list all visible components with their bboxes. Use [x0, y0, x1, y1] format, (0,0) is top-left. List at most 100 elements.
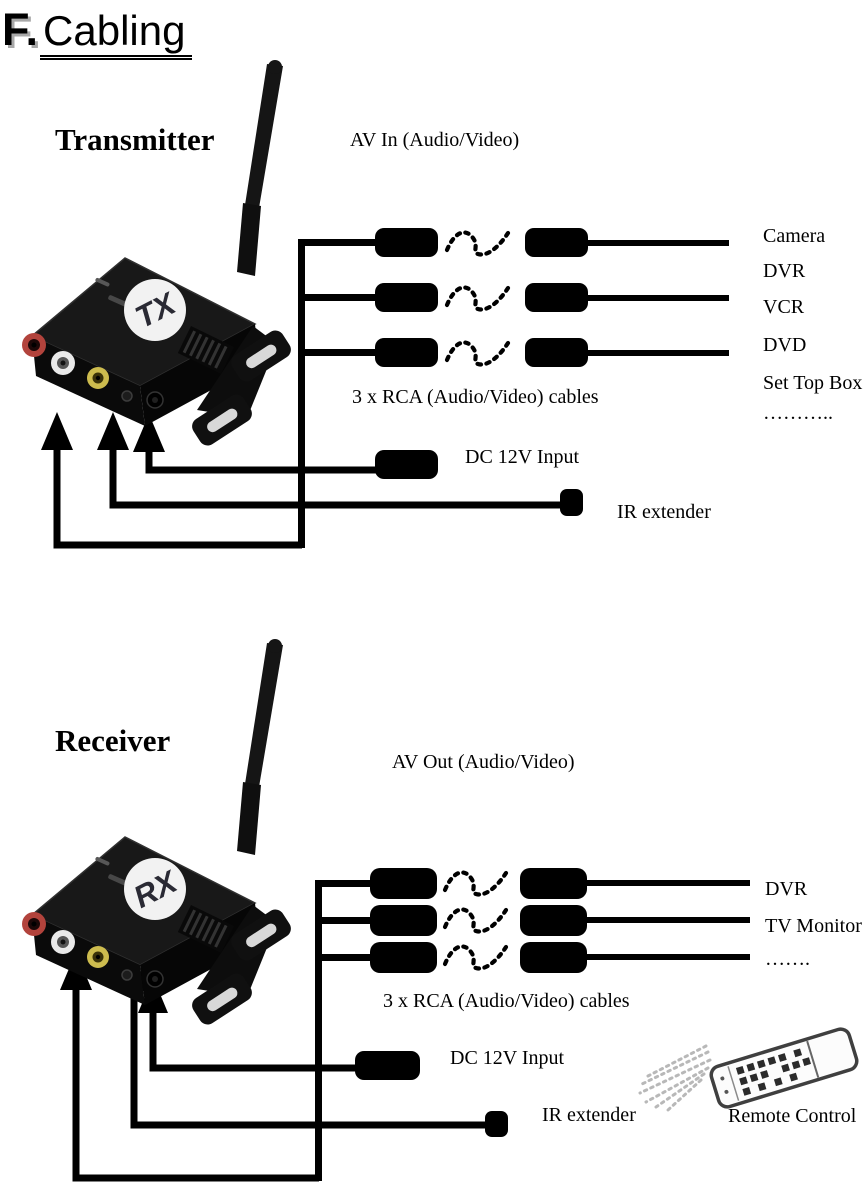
- transmitter-av-in-label: AV In (Audio/Video): [350, 129, 520, 151]
- transmitter-cable-label: 3 x RCA (Audio/Video) cables: [352, 386, 599, 408]
- tx-cable-bus: [298, 239, 305, 548]
- receiver-device-photo: RX: [22, 639, 291, 1025]
- transmitter-device-photo: TX: [22, 60, 291, 446]
- rca-connector: [375, 283, 438, 312]
- led-indicator: [108, 874, 127, 886]
- device-logo-circle: [124, 858, 186, 920]
- rx-output-item: TV Monitor: [765, 915, 862, 937]
- mounting-slot: [246, 923, 277, 948]
- cable-squiggle: [445, 946, 506, 968]
- rca-jack-white: [51, 930, 75, 954]
- ir-port: [121, 969, 133, 981]
- cable-line: [315, 954, 375, 961]
- device-logo-circle: [124, 279, 186, 341]
- tx-source-item: VCR: [763, 296, 805, 318]
- receiver-av-out-label: AV Out (Audio/Video): [392, 751, 575, 773]
- cable-line: [315, 917, 375, 924]
- antenna-icon: [245, 64, 283, 208]
- rx-cable-bus: [315, 880, 322, 1181]
- tx-source-item: ………..: [763, 402, 833, 424]
- receiver-heading: Receiver: [55, 723, 171, 758]
- rca-connector: [370, 942, 437, 973]
- cable-line: [109, 444, 562, 509]
- remote-control-photo: [638, 1027, 859, 1112]
- mounting-slot: [246, 344, 277, 369]
- cable-line: [298, 349, 378, 356]
- rca-connector: [520, 942, 587, 973]
- antenna-base: [237, 203, 261, 276]
- cable-line: [298, 294, 378, 301]
- antenna-tip: [268, 639, 282, 653]
- rca-jack-yellow: [87, 367, 109, 389]
- cable-line: [587, 295, 729, 301]
- dc-power-port: [146, 970, 164, 988]
- cable-line: [587, 240, 729, 246]
- mounting-ear: [192, 394, 252, 446]
- rca-connector: [520, 868, 587, 899]
- arrow-up-icon: [41, 412, 73, 450]
- vent-grille: [177, 905, 235, 954]
- antenna-icon: [245, 643, 283, 787]
- cable-line: [585, 917, 750, 923]
- tx-source-item: Set Top Box: [763, 372, 863, 394]
- rca-jack-white: [51, 351, 75, 375]
- cable-line: [585, 954, 750, 960]
- transmitter-ir-label: IR extender: [617, 501, 711, 523]
- remote-control-body: [709, 1027, 859, 1109]
- led-indicator: [95, 856, 110, 866]
- cable-line: [587, 350, 729, 356]
- mounting-ear: [231, 330, 291, 382]
- mounting-ear: [231, 909, 291, 961]
- rca-connector: [525, 283, 588, 312]
- tx-source-item: Camera: [763, 225, 826, 247]
- receiver-dc-label: DC 12V Input: [450, 1047, 565, 1069]
- rx-output-item: …….: [765, 948, 810, 970]
- vent-grille: [177, 326, 235, 375]
- remote-buttons: [735, 1048, 811, 1096]
- rca-connector: [375, 338, 438, 367]
- mounting-slot: [207, 408, 238, 433]
- remote-control-label: Remote Control: [728, 1105, 857, 1127]
- tx-wiring: [41, 228, 729, 549]
- cable-line: [585, 880, 750, 886]
- mounting-slot: [207, 987, 238, 1012]
- page-title: F. Cabling: [2, 4, 193, 60]
- rx-output-item: DVR: [765, 878, 808, 900]
- mounting-ear: [192, 973, 252, 1025]
- cable-line: [315, 880, 375, 887]
- cable-squiggle: [445, 909, 506, 931]
- antenna-base: [237, 782, 261, 855]
- rca-connector: [370, 905, 437, 936]
- rca-connector: [525, 228, 588, 257]
- page-title-text: Cabling: [40, 7, 193, 60]
- ir-beam-icon: [638, 1044, 712, 1112]
- transmitter-heading: Transmitter: [55, 122, 215, 157]
- rca-connector: [375, 228, 438, 257]
- dc-power-plug: [375, 450, 438, 479]
- ir-port: [121, 390, 133, 402]
- receiver-cable-label: 3 x RCA (Audio/Video) cables: [383, 990, 630, 1012]
- arrow-up-icon: [97, 412, 129, 450]
- rca-jack-red: [22, 912, 46, 936]
- dc-power-port: [146, 391, 164, 409]
- page-title-prefix: F.: [2, 4, 40, 55]
- ir-extender-plug: [485, 1111, 508, 1137]
- rca-jack-red: [22, 333, 46, 357]
- cable-line: [130, 987, 486, 1129]
- ir-extender-plug: [560, 489, 583, 516]
- cable-line: [53, 444, 302, 549]
- cable-line: [145, 446, 377, 474]
- cable-line: [298, 239, 378, 246]
- cable-squiggle: [447, 232, 508, 254]
- arrow-up-icon: [133, 414, 165, 452]
- transmitter-dc-label: DC 12V Input: [465, 446, 580, 468]
- cable-line: [149, 1009, 357, 1072]
- cable-squiggle: [447, 287, 508, 309]
- cable-squiggle: [445, 872, 506, 894]
- rca-connector: [370, 868, 437, 899]
- dc-power-plug: [355, 1051, 420, 1080]
- cable-line: [72, 984, 319, 1182]
- led-indicator: [95, 277, 110, 287]
